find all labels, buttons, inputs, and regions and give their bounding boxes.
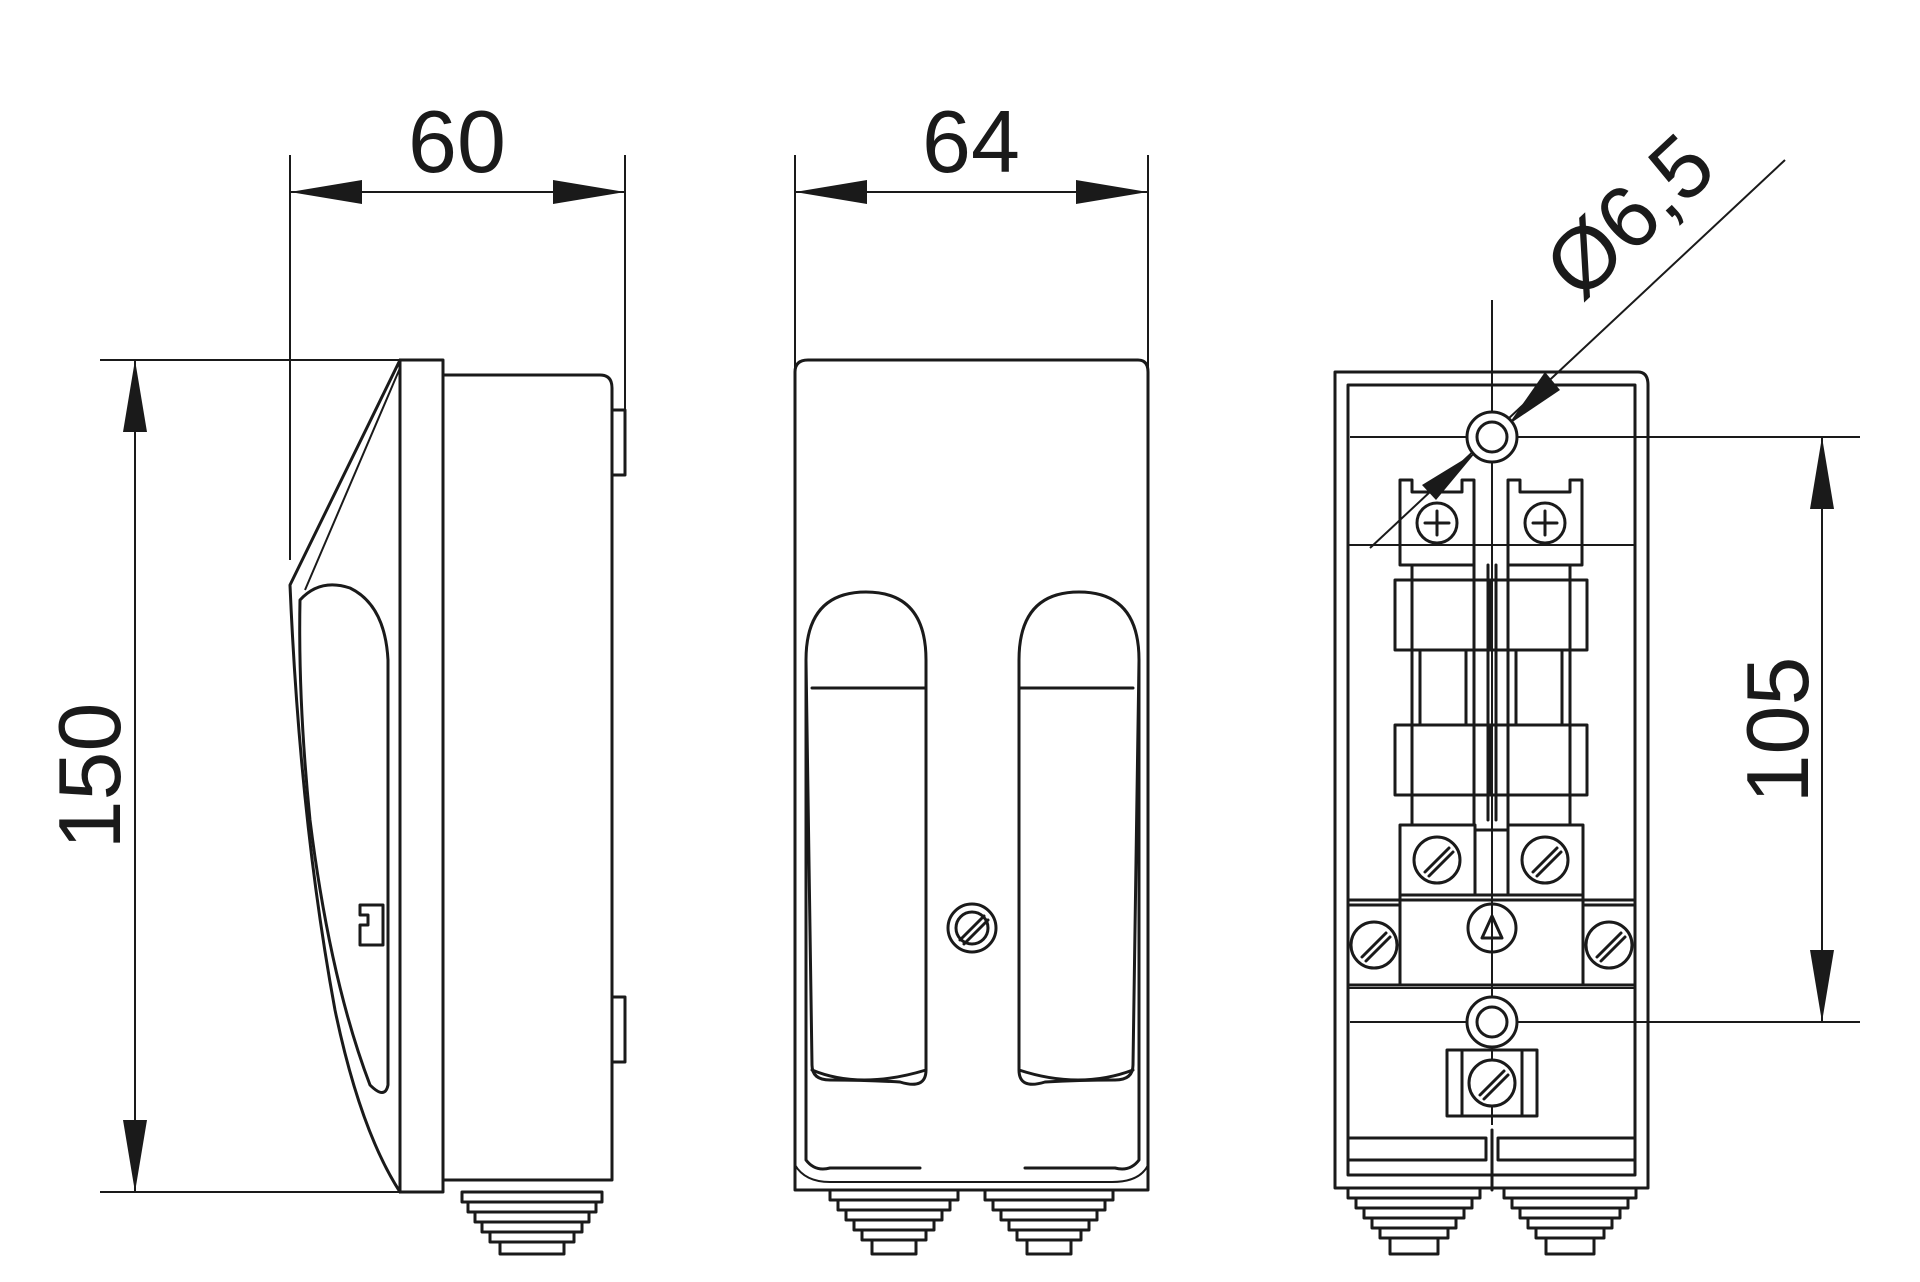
front-cable-gland-left	[828, 1188, 960, 1256]
side-grip-recess	[298, 583, 390, 1094]
dimension-64: 64	[795, 92, 1148, 204]
side-cable-gland	[460, 1190, 604, 1256]
front-window-left-outline	[804, 658, 922, 1171]
earth-terminal	[1445, 1048, 1539, 1118]
terminal-center-block	[1473, 828, 1510, 897]
dimension-diameter: Ø6,5	[1369, 114, 1786, 549]
side-housing	[441, 373, 614, 1182]
open-cable-gland-right	[1502, 1186, 1638, 1256]
dimension-label-64: 64	[922, 92, 1020, 191]
fuse-clamp-right-top	[1506, 478, 1584, 567]
fuse-clamp-left-top	[1398, 478, 1476, 567]
label-strip-right	[1496, 1136, 1637, 1162]
dimension-label-60: 60	[408, 92, 506, 191]
dimension-label-diameter: Ø6,5	[1526, 114, 1733, 317]
dimension-60: 60	[290, 92, 625, 204]
front-window-left-band-bottom	[810, 1068, 928, 1082]
side-mount-tab-bottom	[610, 995, 627, 1064]
front-cover	[793, 358, 1150, 1192]
side-mount-tab-top	[610, 408, 627, 477]
label-strip-left	[1346, 1136, 1488, 1162]
side-lid-frame	[398, 358, 445, 1194]
open-view: 105 Ø6,5	[1333, 114, 1860, 1256]
fuse-right	[1489, 563, 1589, 827]
front-view: 64	[793, 92, 1150, 1256]
side-lid-face	[288, 358, 402, 1194]
open-housing-outer	[1333, 370, 1650, 1190]
dimension-label-105: 105	[1728, 657, 1827, 804]
mounting-hole-bottom	[1465, 995, 1519, 1049]
fuse-left	[1393, 563, 1493, 827]
terminal-left-lower	[1398, 823, 1477, 897]
front-cable-gland-right	[983, 1188, 1115, 1256]
terminal-right-lower	[1506, 823, 1585, 897]
side-lid-inner	[304, 367, 401, 591]
dimension-label-150: 150	[40, 703, 139, 850]
dimension-105: 105	[1728, 437, 1834, 1022]
terminal-side-left	[1346, 903, 1402, 987]
dimension-150: 150	[40, 360, 147, 1192]
front-window-right-band-bottom	[1017, 1068, 1135, 1082]
side-latch	[358, 903, 385, 947]
side-view: 60 150	[40, 92, 627, 1256]
front-window-right-outline	[1023, 658, 1141, 1171]
warning-symbol	[1466, 902, 1518, 954]
front-screw	[946, 902, 998, 954]
front-window-right	[1017, 590, 1141, 1086]
open-cable-gland-left	[1346, 1186, 1482, 1256]
front-window-left	[804, 590, 928, 1086]
front-cover-bottom-edge	[794, 1164, 1149, 1183]
mounting-hole-top	[1465, 410, 1519, 464]
terminal-side-right	[1581, 903, 1637, 987]
